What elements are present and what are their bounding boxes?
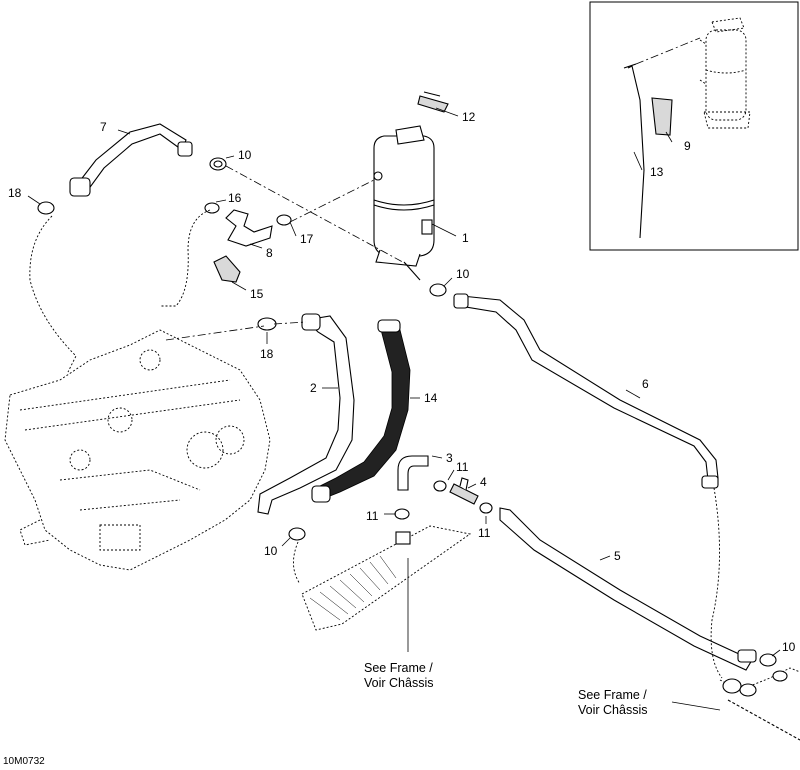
part-10-clamp-reservoir — [429, 283, 447, 297]
part-10-clamp-right — [759, 653, 777, 667]
frame-note-right-line1: See Frame / — [578, 688, 647, 702]
part-12-pressure-cap — [417, 91, 449, 113]
leader-lines — [27, 107, 781, 711]
callout-6: 6 — [642, 377, 649, 391]
callout-3: 3 — [446, 451, 453, 465]
inset-frame — [589, 1, 799, 251]
callout-10-right: 10 — [782, 640, 796, 654]
part-1-coolant-reservoir — [373, 125, 435, 281]
callout-10-lower: 10 — [264, 544, 278, 558]
part-6-long-pipe — [453, 293, 719, 489]
callout-14: 14 — [424, 391, 438, 405]
part-16-clamp — [204, 202, 220, 214]
frame-heat-exchanger-right — [719, 667, 800, 741]
part-17-clamp — [276, 214, 292, 226]
part-7-upper-hose — [69, 123, 193, 197]
part-18-clamp-center — [257, 317, 277, 331]
callout-5: 5 — [614, 549, 621, 563]
engine-illustration — [4, 329, 271, 571]
callout-18-center: 18 — [260, 347, 274, 361]
callout-10-reservoir: 10 — [456, 267, 470, 281]
part-11-clamp-a — [394, 508, 410, 520]
part-5-pipe — [499, 507, 757, 671]
callout-11-top: 11 — [456, 460, 469, 474]
part-3-elbow-fitting — [397, 455, 429, 491]
frame-heat-exchanger-center — [301, 525, 472, 631]
part-18-clamp-left — [37, 201, 55, 215]
callout-16: 16 — [228, 191, 242, 205]
callout-13: 13 — [650, 165, 664, 179]
callout-10-top: 10 — [238, 148, 252, 162]
callout-15: 15 — [250, 287, 264, 301]
part-10-clamp-lower — [288, 527, 306, 541]
callout-4: 4 — [480, 475, 487, 489]
callout-7: 7 — [100, 120, 107, 134]
part-8-small-hose — [225, 209, 273, 247]
callout-17: 17 — [300, 232, 314, 246]
frame-note-center-line1: See Frame / — [364, 661, 433, 675]
inset-reservoir-illustration — [699, 17, 751, 129]
part-13-overflow-tube — [623, 37, 701, 239]
drawing-code: 10M0732 — [3, 756, 45, 767]
callout-11-right: 11 — [478, 526, 491, 540]
callout-18-left: 18 — [8, 186, 22, 200]
callout-2: 2 — [310, 381, 317, 395]
callout-11-left: 11 — [366, 509, 379, 523]
part-11-clamp-c — [479, 502, 493, 514]
part-10-clamp-top — [209, 157, 227, 171]
part-9-pad — [651, 97, 673, 136]
frame-note-right-line2: Voir Châssis — [578, 703, 647, 717]
callout-8: 8 — [266, 246, 273, 260]
part-11-clamp-b — [433, 480, 447, 492]
callout-9: 9 — [684, 139, 691, 153]
routing-lines — [29, 165, 723, 679]
callout-12: 12 — [462, 110, 476, 124]
frame-note-center-line2: Voir Châssis — [364, 676, 433, 690]
part-4-tee-fitting — [449, 477, 479, 505]
callout-1: 1 — [462, 231, 469, 245]
part-15-hose-section — [213, 255, 241, 283]
part-14-insulated-hose — [311, 319, 411, 503]
